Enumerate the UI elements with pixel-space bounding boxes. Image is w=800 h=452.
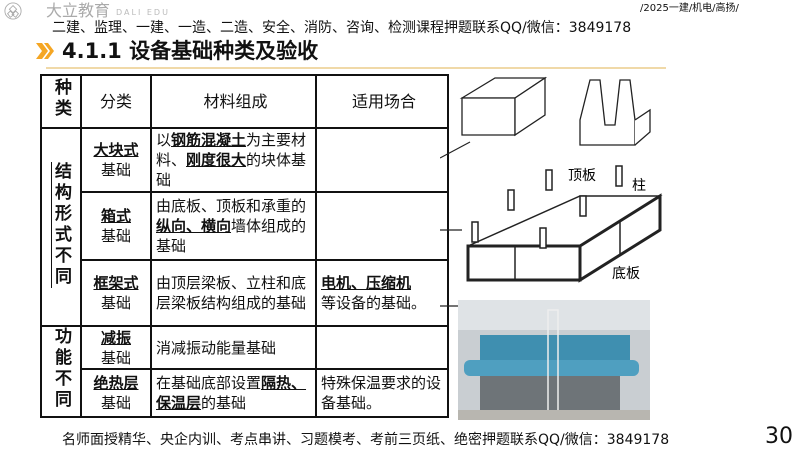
column-label: 柱	[632, 178, 646, 194]
page-number: 30	[765, 424, 793, 449]
equipment-photo	[458, 300, 650, 420]
page-title: 4.1.1 设备基础种类及验收	[62, 39, 319, 63]
logo-icon	[4, 2, 22, 20]
type-cell: 箱式基础	[80, 191, 152, 261]
use-cell: 特殊保温要求的设备基础。	[315, 368, 449, 418]
header-cell: 种类	[40, 74, 82, 129]
header-cell: 材料组成	[150, 74, 317, 129]
use-cell: 电机、压缩机等设备的基础。	[315, 259, 449, 327]
logo-subtitle: DALI EDU	[116, 8, 170, 17]
material-cell: 由底板、顶板和承重的纵向、横向墙体组成的基础	[150, 191, 317, 261]
table-row: 箱式基础 由底板、顶板和承重的纵向、横向墙体组成的基础	[41, 191, 449, 261]
group-cell: 功能不同	[40, 325, 82, 418]
title-row: 4.1.1 设备基础种类及验收	[34, 38, 318, 64]
use-cell	[315, 324, 449, 371]
table-row: 绝热层基础 在基础底部设置隔热、保温层的基础 特殊保温要求的设备基础。	[41, 368, 449, 418]
type-cell: 绝热层基础	[80, 368, 152, 418]
material-cell: 由顶层梁板、立柱和底层梁板结构组成的基础	[150, 259, 317, 327]
table-row: 框架式基础 由顶层梁板、立柱和底层梁板结构组成的基础 电机、压缩机等设备的基础。	[41, 259, 449, 327]
foundation-table: 种类 分类 材料组成 适用场合 结构形式不同 大块式基础 以钢筋混凝土为主要材料…	[40, 74, 449, 418]
foundation-figures: 顶板 柱 底板	[440, 76, 663, 420]
box-foundation-drawing	[466, 165, 663, 283]
use-cell	[315, 127, 449, 193]
use-cell	[315, 191, 449, 261]
material-cell: 消减振动能量基础	[150, 324, 317, 371]
top-slab-label: 顶板	[568, 168, 596, 184]
logo-name: 大立教育	[46, 1, 111, 20]
bottom-slab-label: 底板	[612, 266, 640, 282]
footer-text: 名师面授精华、央企内训、考点串讲、习题模考、考前三页纸、绝密押题联系QQ/微信：…	[62, 432, 670, 448]
table-row: 功能不同 减振基础 消减振动能量基础	[40, 324, 449, 418]
material-cell: 以钢筋混凝土为主要材料、刚度很大的块体基础	[150, 127, 317, 193]
type-cell: 减振基础	[80, 324, 152, 371]
material-cell: 在基础底部设置隔热、保温层的基础	[150, 368, 317, 418]
title-divider	[46, 67, 666, 69]
type-cell: 框架式基础	[80, 259, 152, 327]
header-cell: 适用场合	[315, 74, 449, 129]
block-foundation-drawing	[459, 76, 651, 146]
banner-text: 二建、监理、一建、一造、二造、安全、消防、咨询、检测课程押题联系QQ/微信：38…	[52, 20, 632, 36]
table-header: 种类 分类 材料组成 适用场合	[40, 74, 449, 129]
banner-tag: /2025一建/机电/高扬/	[640, 3, 739, 14]
arrow-line	[440, 141, 471, 159]
table-row: 结构形式不同 大块式基础 以钢筋混凝土为主要材料、刚度很大的块体基础	[40, 127, 449, 327]
group-cell: 结构形式不同	[40, 127, 82, 327]
header-cell: 分类	[80, 74, 152, 129]
logo: 大立教育 DALI EDU	[4, 1, 168, 20]
chevron-right-icon	[36, 43, 54, 59]
type-cell: 大块式基础	[80, 127, 152, 193]
